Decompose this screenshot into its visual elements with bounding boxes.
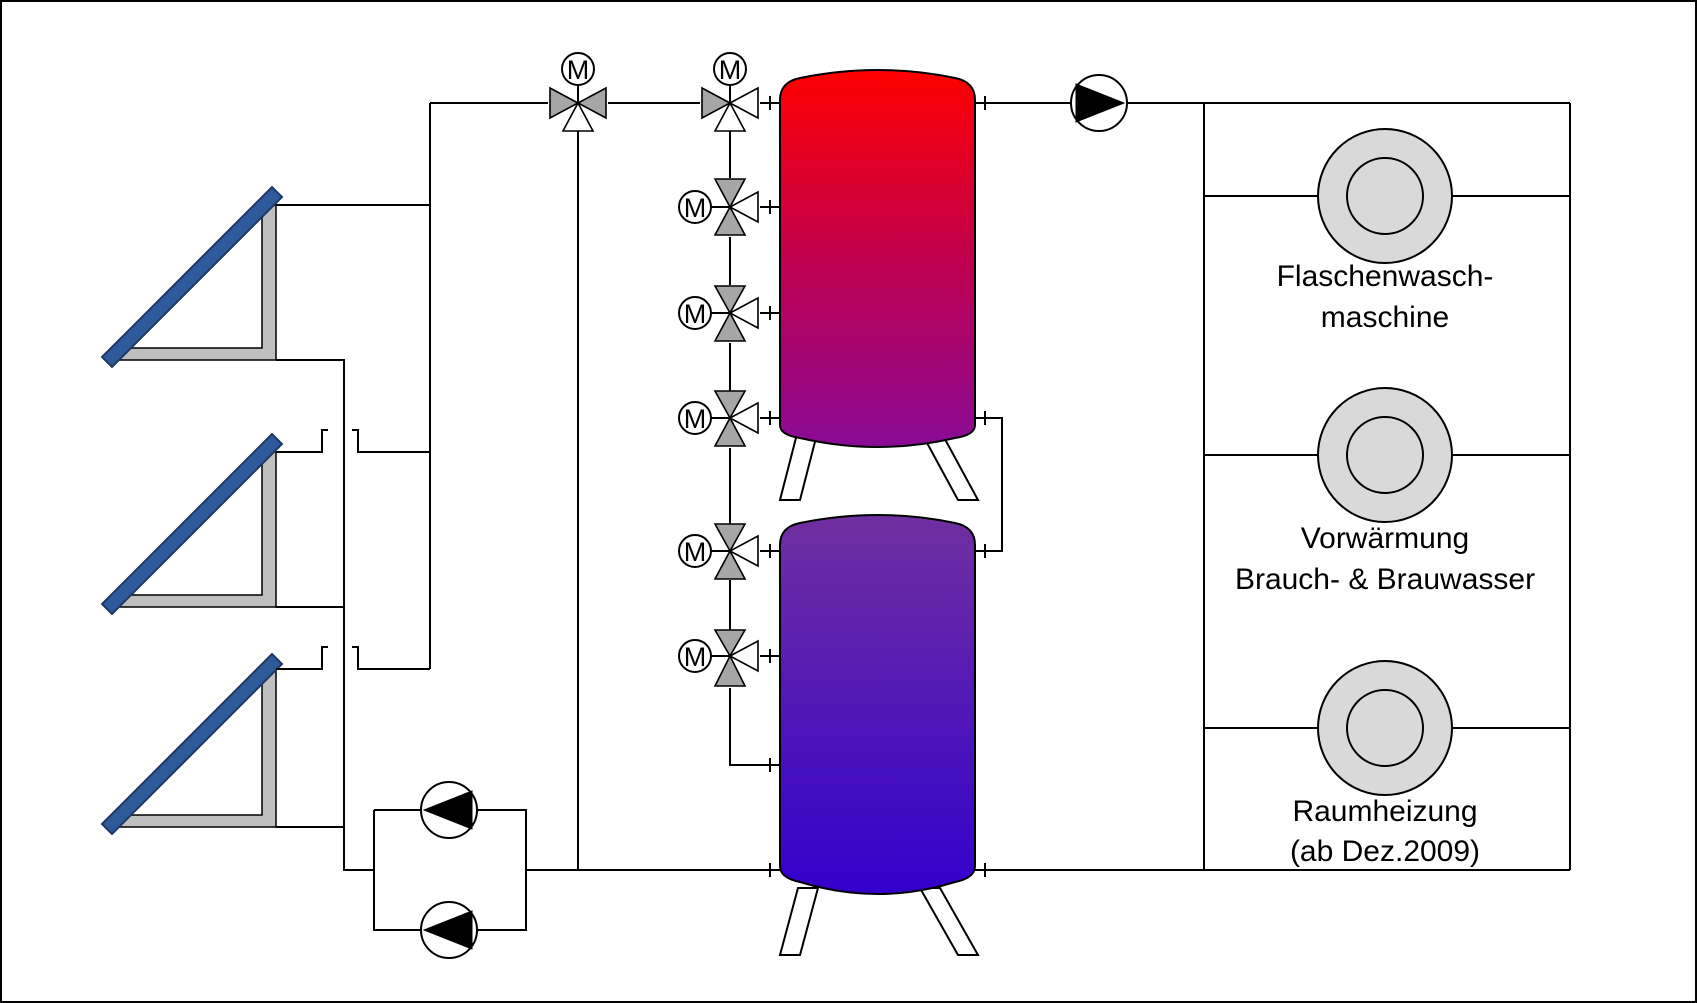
consumer-label: maschine: [1321, 301, 1449, 334]
buffer-tank-lower: [769, 514, 986, 956]
pump-icon: [420, 901, 478, 959]
solar-collector: [100, 652, 284, 836]
pump-icon: [420, 781, 478, 839]
zone-valve: M: [678, 285, 759, 342]
motor-label: M: [719, 55, 742, 85]
consumer-label: Vorwärmung: [1301, 522, 1469, 555]
solar-collector: [100, 432, 284, 616]
buffer-tank-upper: [769, 69, 986, 501]
consumer-bottle-washer: Flaschenwasch- maschine: [1277, 128, 1494, 334]
mixing-valve: M: [701, 52, 759, 132]
motor-label: M: [684, 642, 707, 672]
motor-icon: [713, 52, 747, 86]
zone-valve: M: [678, 390, 759, 447]
consumer-preheating: Vorwärmung Brauch- & Brauwasser: [1235, 387, 1535, 596]
consumer-space-heating: Raumheizung (ab Dez.2009): [1290, 660, 1480, 868]
motor-label: M: [684, 299, 707, 329]
motor-icon: [678, 534, 712, 568]
pump-icon: [1070, 74, 1128, 132]
consumer-label: Raumheizung: [1292, 795, 1477, 828]
zone-valve: M: [678, 178, 759, 236]
motor-icon: [678, 190, 712, 224]
zone-valve: M: [678, 523, 759, 580]
motor-label: M: [684, 193, 707, 223]
motor-icon: [561, 52, 595, 86]
motor-icon: [678, 296, 712, 330]
motor-icon: [678, 639, 712, 673]
mixing-valve: M: [549, 52, 607, 132]
motor-label: M: [684, 537, 707, 567]
solar-collector: [100, 185, 284, 369]
motor-label: M: [567, 55, 590, 85]
motor-icon: [678, 401, 712, 435]
consumer-label: (ab Dez.2009): [1290, 835, 1480, 868]
zone-valve: M: [678, 629, 759, 687]
consumer-label: Flaschenwasch-: [1277, 260, 1494, 293]
motor-label: M: [684, 404, 707, 434]
consumer-label: Brauch- & Brauwasser: [1235, 563, 1535, 596]
solar-collectors: [100, 185, 284, 836]
